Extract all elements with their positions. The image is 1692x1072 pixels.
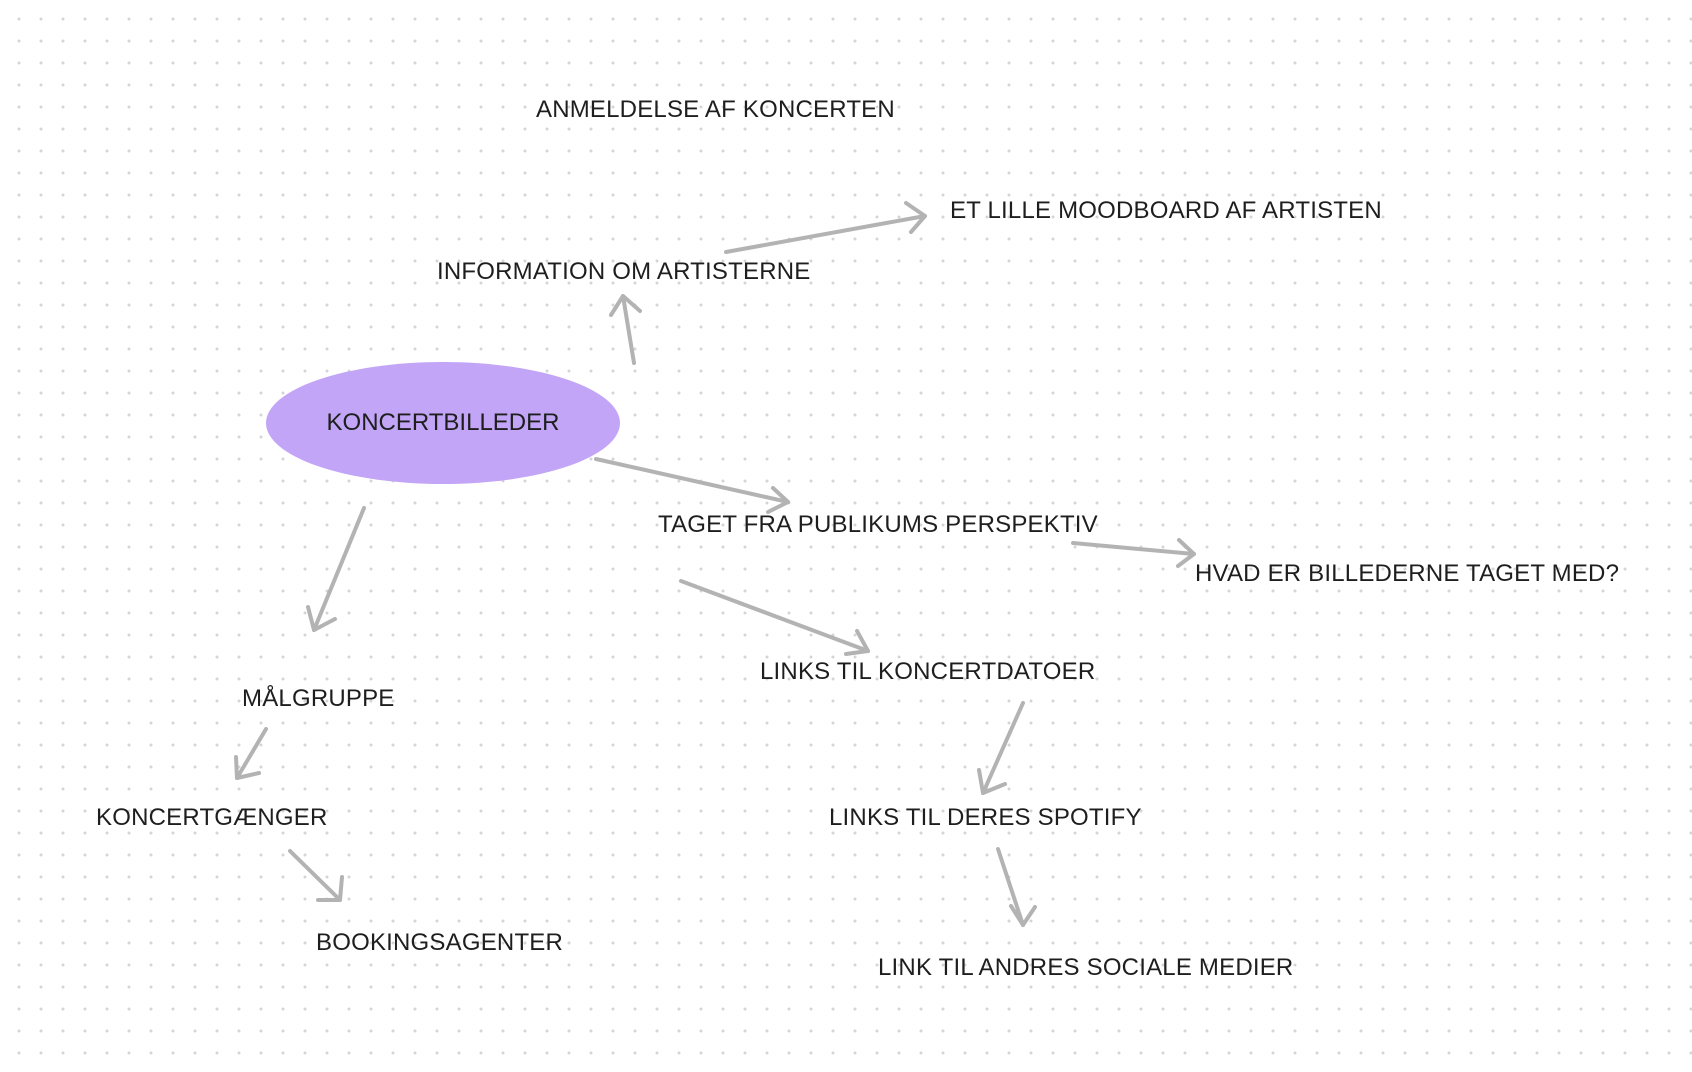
arrow-spotify-to-sociale: [996, 847, 1037, 927]
node-koncertgaenger[interactable]: KONCERTGÆNGER: [96, 804, 328, 831]
arrow-center-to-malgruppe: [306, 506, 366, 632]
node-malgruppe[interactable]: MÅLGRUPPE: [242, 685, 395, 712]
node-taget-fra-publikums-perspektiv[interactable]: TAGET FRA PUBLIKUMS PERSPEKTIV: [658, 511, 1098, 538]
node-bookingsagenter[interactable]: BOOKINGSAGENTER: [316, 929, 564, 956]
node-link-til-andres-sociale-medier[interactable]: LINK TIL ANDRES SOCIALE MEDIER: [878, 954, 1294, 981]
node-anmeldelse-af-koncerten[interactable]: ANMELDELSE AF KONCERTEN: [536, 96, 895, 123]
center-node-ellipse[interactable]: [266, 362, 620, 484]
node-information-om-artisterne[interactable]: INFORMATION OM ARTISTERNE: [437, 258, 811, 285]
center-node-label: KONCERTBILLEDER: [326, 409, 560, 436]
node-hvad-er-billederne-taget-med[interactable]: HVAD ER BILLEDERNE TAGET MED?: [1195, 560, 1620, 587]
arrow-information-to-moodboard: [724, 201, 927, 254]
arrow-center-to-publikum: [594, 457, 790, 514]
arrow-center-to-koncertdatoer: [679, 579, 870, 656]
arrow-koncertgaenger-to-booking: [288, 849, 344, 902]
arrow-koncertdatoer-to-spotify: [977, 701, 1025, 795]
node-links-til-koncertdatoer[interactable]: LINKS TIL KONCERTDATOER: [760, 658, 1096, 685]
arrow-malgruppe-to-koncertgaenger: [234, 727, 268, 780]
node-moodboard-af-artisten[interactable]: ET LILLE MOODBOARD AF ARTISTEN: [950, 197, 1382, 224]
arrow-center-to-information: [609, 294, 642, 365]
arrow-publikum-to-hvad: [1071, 538, 1196, 568]
node-links-til-deres-spotify[interactable]: LINKS TIL DERES SPOTIFY: [829, 804, 1142, 831]
